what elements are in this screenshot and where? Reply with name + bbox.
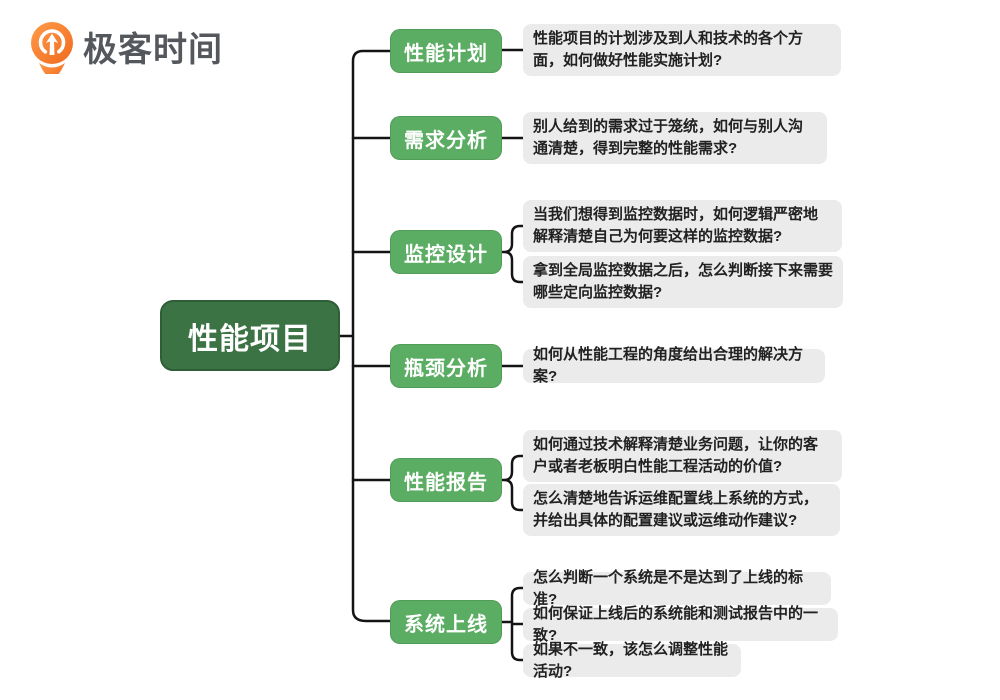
leaf-note: 如何从性能工程的角度给出合理的解决方案? — [523, 346, 825, 385]
leaf-note: 当我们想得到监控数据时，如何逻辑严密地解释清楚自己为何要这样的监控数据? — [523, 200, 842, 252]
branch-node-monitoring-design: 监控设计 — [390, 230, 502, 274]
leaf-note: 拿到全局监控数据之后，怎么判断接下来需要哪些定向监控数据? — [523, 256, 843, 308]
connector-leaf-6 — [500, 586, 525, 662]
leaf-note: 怎么清楚地告诉运维配置线上系统的方式，并给出具体的配置建议或运维动作建议? — [523, 484, 840, 536]
leaf-note: 如何保证上线后的系统能和测试报告中的一致? — [523, 605, 838, 644]
leaf-note: 如何通过技术解释清楚业务问题，让你的客户或者老板明白性能工程活动的价值? — [523, 430, 842, 482]
connector-trunk — [351, 49, 392, 623]
branch-node-performance-report: 性能报告 — [390, 458, 502, 502]
leaf-note: 别人给到的需求过于笼统，如何与别人沟通清楚，得到完整的性能需求? — [523, 112, 827, 164]
connector-leaf-3 — [500, 224, 525, 284]
leaf-note: 怎么判断一个系统是不是达到了上线的标准? — [523, 569, 831, 608]
geektime-pin-icon — [31, 22, 73, 74]
connector-leaf-5 — [500, 454, 525, 512]
logo-text: 极客时间 — [83, 31, 223, 69]
branch-node-requirements-analysis: 需求分析 — [390, 116, 502, 160]
branch-node-bottleneck-analysis: 瓶颈分析 — [390, 344, 502, 388]
root-node-performance-project: 性能项目 — [160, 300, 340, 371]
leaf-note: 性能项目的计划涉及到人和技术的各个方面，如何做好性能实施计划? — [523, 24, 841, 76]
leaf-note: 如果不一致，该怎么调整性能活动? — [523, 641, 741, 680]
branch-node-performance-plan: 性能计划 — [390, 29, 502, 73]
branch-node-system-launch: 系统上线 — [390, 600, 502, 644]
geektime-logo: 极客时间 — [30, 22, 223, 74]
